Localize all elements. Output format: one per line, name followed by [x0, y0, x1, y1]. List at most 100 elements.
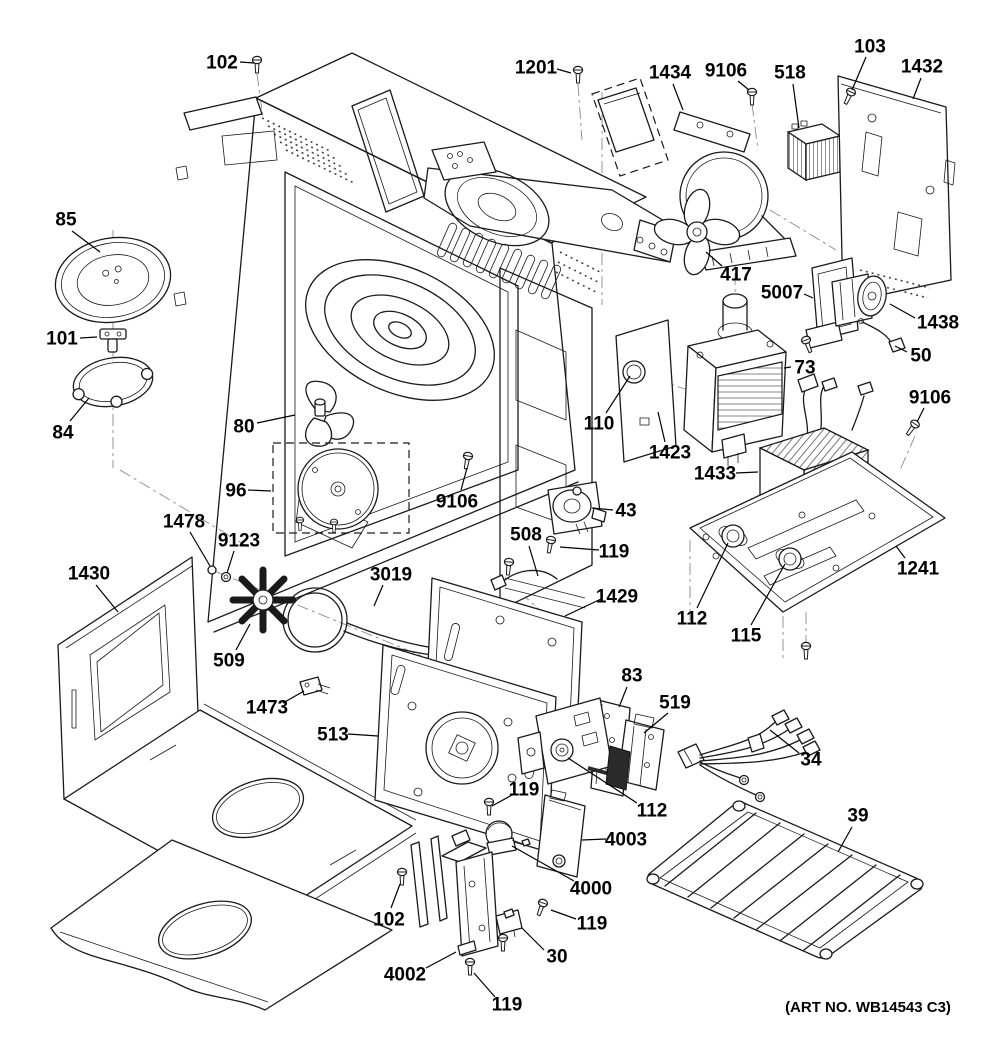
wire-harness — [677, 709, 821, 803]
leader-line-84-17 — [69, 397, 90, 422]
leader-line-50-12 — [894, 345, 908, 353]
part-label-1201-1: 1201 — [515, 58, 558, 79]
leader-line-4003-42 — [581, 838, 607, 841]
part-label-1429-30: 1429 — [596, 587, 638, 608]
leader-line-1241-27 — [895, 545, 906, 559]
part-label-115-32: 115 — [731, 626, 762, 647]
leader-line-119-45 — [550, 909, 577, 920]
part-label-4000-43: 4000 — [570, 879, 612, 900]
leader-line-119-26 — [559, 546, 600, 551]
part-label-1478-23: 1478 — [163, 512, 205, 533]
leader-line-101-11 — [79, 336, 98, 339]
duct-hidden-outline — [591, 77, 669, 177]
part-label-1432-6: 1432 — [901, 57, 943, 78]
oven-rack — [646, 800, 924, 960]
leader-line-1473-36 — [282, 690, 305, 704]
interlock-bracket-4002 — [441, 829, 499, 957]
leader-line-509-33 — [235, 623, 251, 651]
part-label-1241-27: 1241 — [897, 559, 940, 580]
part-label-83-34: 83 — [621, 666, 642, 687]
leader-line-4002-47 — [425, 951, 457, 969]
magnetron-bracket — [615, 319, 677, 463]
door-switch — [617, 713, 665, 791]
leader-line-110-15 — [605, 375, 631, 414]
art-no-text: (ART NO. WB14543 C3) — [785, 999, 951, 1016]
door-rails — [410, 835, 448, 928]
leader-line-4000-43 — [511, 845, 575, 882]
leader-line-519-35 — [643, 712, 669, 734]
leader-line-115-32 — [750, 563, 786, 626]
thermostat-clip — [299, 676, 331, 696]
leader-line-513-37 — [347, 733, 379, 737]
leader-line-103-5 — [851, 56, 867, 91]
monitor-switch-4000 — [485, 820, 531, 856]
part-label-39-41: 39 — [847, 806, 868, 827]
part-label-4002-47: 4002 — [384, 965, 426, 986]
leader-line-73-13 — [783, 366, 792, 369]
magnetron — [683, 293, 787, 466]
leader-line-80-16 — [256, 414, 296, 424]
leader-line-417-8 — [705, 251, 723, 267]
leader-line-518-4 — [792, 83, 800, 129]
part-label-9106-14: 9106 — [909, 388, 951, 409]
leader-line-5007-9 — [803, 293, 814, 299]
turntable-motor — [547, 481, 607, 535]
part-label-1430-28: 1430 — [68, 564, 110, 585]
part-label-101-11: 101 — [46, 329, 78, 350]
leader-line-1438-10 — [889, 303, 916, 319]
cavity-interior-rings — [305, 259, 495, 401]
leader-line-83-34 — [618, 686, 628, 708]
part-label-508-24: 508 — [510, 525, 542, 546]
part-label-50-12: 50 — [910, 346, 931, 367]
part-label-110-15: 110 — [584, 414, 615, 435]
leader-line-1433-19 — [735, 471, 759, 474]
leader-line-96-20 — [247, 489, 272, 492]
door-sensor-wire — [490, 557, 558, 591]
part-label-102-44: 102 — [373, 910, 405, 931]
leader-line-112-31 — [696, 542, 729, 609]
part-label-84-17: 84 — [52, 423, 74, 444]
part-label-509-33: 509 — [213, 651, 245, 672]
part-label-85-7: 85 — [55, 210, 77, 231]
leader-line-119-39 — [491, 794, 513, 807]
interlock-switch-30 — [495, 908, 523, 941]
leader-line-3019-29 — [373, 584, 384, 607]
cavity-front-frame — [173, 96, 579, 633]
leader-line-119-48 — [473, 972, 496, 998]
leader-line-1423-18 — [657, 411, 666, 443]
part-label-519-35: 519 — [659, 693, 691, 714]
leader-line-1478-23 — [189, 531, 211, 567]
leader-line-9123-25 — [226, 550, 235, 574]
part-label-518-4: 518 — [774, 63, 806, 84]
leader-line-102-0 — [239, 61, 255, 64]
leader-line-30-46 — [521, 927, 545, 951]
leader-line-9106-14 — [916, 407, 925, 423]
part-label-119-26: 119 — [599, 542, 630, 563]
leader-line-39-41 — [837, 826, 853, 853]
latch-body — [517, 697, 613, 785]
part-label-513-37: 513 — [317, 725, 349, 746]
part-label-30-46: 30 — [546, 947, 567, 968]
leader-line-43-22 — [591, 507, 614, 511]
leader-line-1434-2 — [672, 83, 684, 111]
part-label-1438-10: 1438 — [917, 313, 959, 334]
latch-lever — [587, 745, 631, 791]
leader-line-85-7 — [71, 230, 101, 253]
part-label-96-20: 96 — [225, 481, 246, 502]
part-label-9106-21: 9106 — [436, 492, 478, 513]
part-label-417-8: 417 — [720, 265, 752, 286]
part-label-119-48: 119 — [492, 995, 523, 1016]
part-label-1434-2: 1434 — [649, 63, 692, 84]
blower-motor — [799, 257, 887, 355]
roller-ring — [72, 356, 154, 408]
leader-line-9106-3 — [737, 80, 750, 91]
side-panel — [837, 75, 956, 304]
capacitor — [787, 120, 841, 182]
leader-line-1432-6 — [912, 77, 922, 100]
part-label-103-5: 103 — [854, 37, 886, 58]
wrap-bottom-tray — [50, 839, 393, 1011]
turntable-coupler — [99, 328, 127, 353]
part-label-119-39: 119 — [509, 780, 540, 801]
